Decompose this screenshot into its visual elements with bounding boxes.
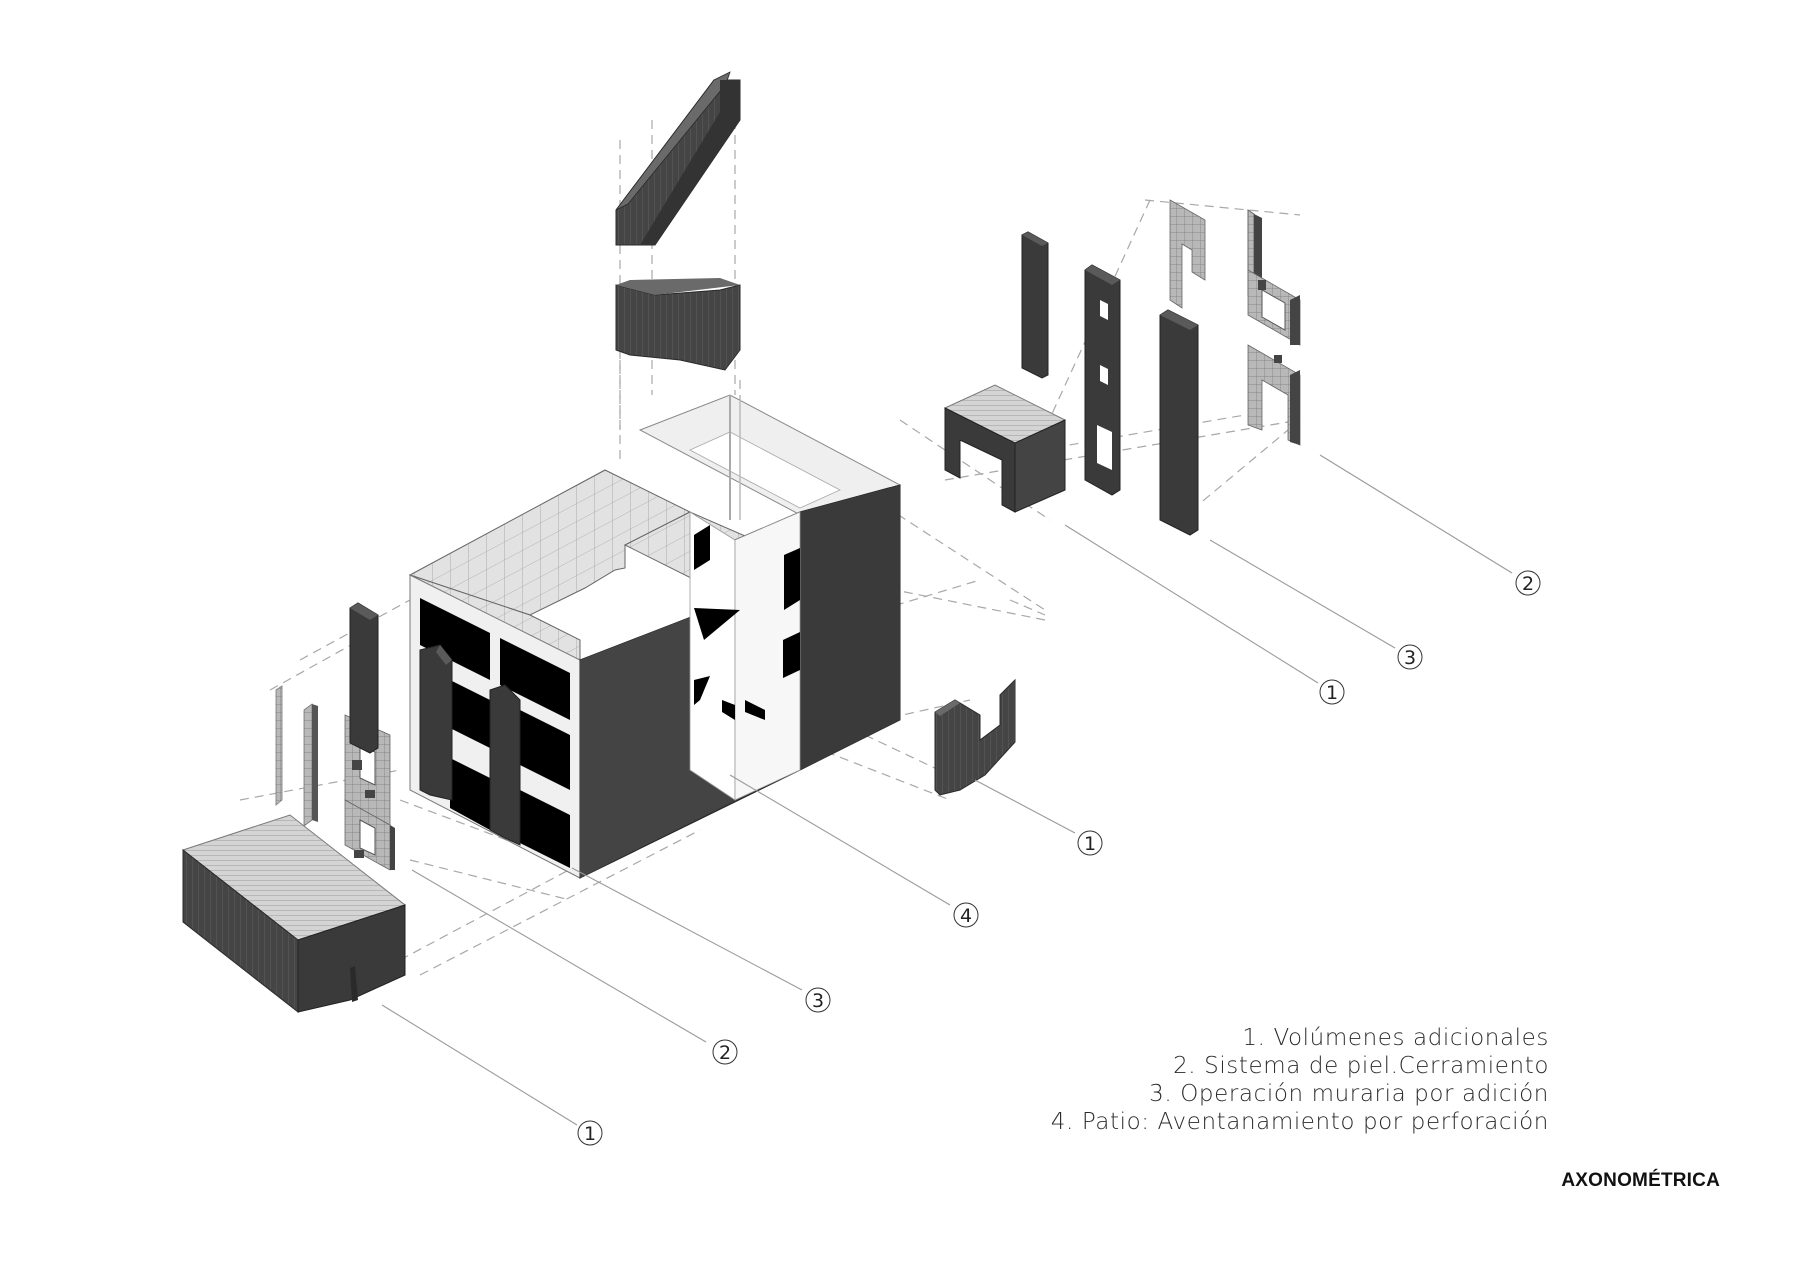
callout-2-bottom: 2 (712, 1039, 738, 1065)
view-title: AXONOMÉTRICA (1561, 1170, 1720, 1191)
callout-4-center: 4 (953, 902, 979, 928)
legend-item-3: 3. Operación muraria por adición (1149, 1081, 1549, 1107)
callout-1-right: 1 (1319, 679, 1345, 705)
callout-1-stair: 1 (1077, 830, 1103, 856)
svg-text:4: 4 (960, 905, 972, 927)
right-stair-volume (934, 678, 1016, 796)
right-skin-elements (1169, 199, 1301, 446)
leader-lines (381, 454, 1513, 1126)
svg-text:2: 2 (719, 1042, 731, 1064)
svg-text:1: 1 (584, 1123, 596, 1145)
svg-text:2: 2 (1522, 573, 1534, 595)
callout-2-right: 2 (1515, 570, 1541, 596)
legend-item-4: 4. Patio: Aventanamiento por perforación (1050, 1109, 1549, 1135)
callout-1-bottom: 1 (577, 1120, 603, 1146)
svg-text:1: 1 (1084, 833, 1096, 855)
callout-3-bottom: 3 (805, 987, 831, 1013)
bottom-left-volume (181, 814, 407, 1014)
svg-text:3: 3 (1404, 647, 1416, 669)
legend: 1. Volúmenes adicionales 2. Sistema de p… (940, 1024, 1549, 1136)
main-building (408, 394, 902, 879)
right-wall-slabs (1021, 231, 1199, 536)
svg-text:1: 1 (1326, 682, 1338, 704)
right-box-volume (943, 384, 1067, 513)
callout-3-right: 3 (1397, 644, 1423, 670)
legend-item-1: 1. Volúmenes adicionales (1242, 1025, 1549, 1051)
svg-text:3: 3 (812, 990, 824, 1012)
top-upper-volume (615, 71, 741, 246)
left-wall-slab (349, 602, 379, 754)
legend-item-2: 2. Sistema de piel.Cerramiento (1173, 1053, 1549, 1079)
top-lower-volume (615, 278, 741, 371)
